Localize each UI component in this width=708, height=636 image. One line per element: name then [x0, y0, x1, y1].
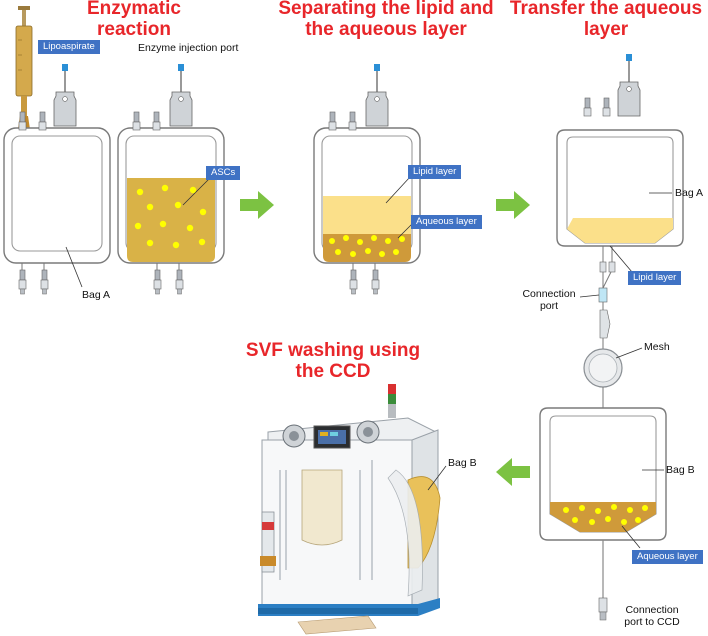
tag-lipid-layer: Lipid layer — [408, 165, 462, 179]
arrow-right-1 — [240, 191, 274, 219]
tag-lipoaspirate: Lipoaspirate — [38, 40, 100, 54]
mesh-filter — [583, 347, 643, 408]
bag-separated — [313, 63, 421, 295]
label-connection-port-to-ccd: Connection port to CCD — [610, 604, 694, 628]
label-bag-a-transfer: Bag A — [675, 187, 704, 199]
tag-lipid-layer-bag-a: Lipid layer — [628, 271, 682, 285]
title-transfer-line-2: layer — [583, 19, 629, 40]
ccd-machine — [258, 384, 447, 635]
label-enzyme-injection-port: Enzyme injection port — [138, 42, 239, 54]
title-svf-line-2: the CCD — [295, 361, 371, 382]
arrow-right-2 — [496, 191, 530, 219]
label-connection-port-line-2: port — [539, 300, 559, 312]
title-svf-line-1: SVF washing using — [245, 340, 421, 361]
asc-cells-panel-3 — [329, 235, 405, 257]
label-bag-b-machine: Bag B — [448, 457, 477, 469]
label-ccd-port-line-1: Connection — [625, 604, 679, 616]
title-enzymatic-reaction: Enzymatic reaction — [87, 0, 181, 40]
tag-aqueous-layer: Aqueous layer — [411, 215, 482, 229]
title-separating-line-2: the aqueous layer — [305, 19, 467, 40]
bag-a-transfer — [556, 53, 684, 350]
tag-ascs: ASCs — [206, 166, 241, 180]
asc-cells-panel-2 — [134, 184, 207, 249]
label-mesh: Mesh — [644, 341, 670, 353]
label-bag-a-panel-1: Bag A — [82, 289, 111, 301]
bag-with-syringe — [3, 6, 111, 295]
title-separating-layers: Separating the lipid and the aqueous lay… — [268, 0, 504, 40]
title-transfer-aqueous: Transfer the aqueous layer — [506, 0, 706, 40]
label-connection-port-line-1: Connection — [522, 288, 576, 300]
title-svf-washing: SVF washing using the CCD — [238, 340, 428, 382]
label-bag-b-transfer: Bag B — [666, 464, 695, 476]
label-connection-port: Connection port — [516, 288, 582, 312]
label-ccd-port-line-2: port to CCD — [624, 616, 680, 628]
arrow-left — [496, 458, 530, 486]
asc-cells-bag-b — [563, 504, 648, 525]
title-separating-line-1: Separating the lipid and — [278, 0, 494, 19]
tag-aqueous-layer-bag-b: Aqueous layer — [632, 550, 703, 564]
bag-b-transfer — [539, 407, 667, 621]
title-transfer-line-1: Transfer the aqueous — [509, 0, 703, 19]
